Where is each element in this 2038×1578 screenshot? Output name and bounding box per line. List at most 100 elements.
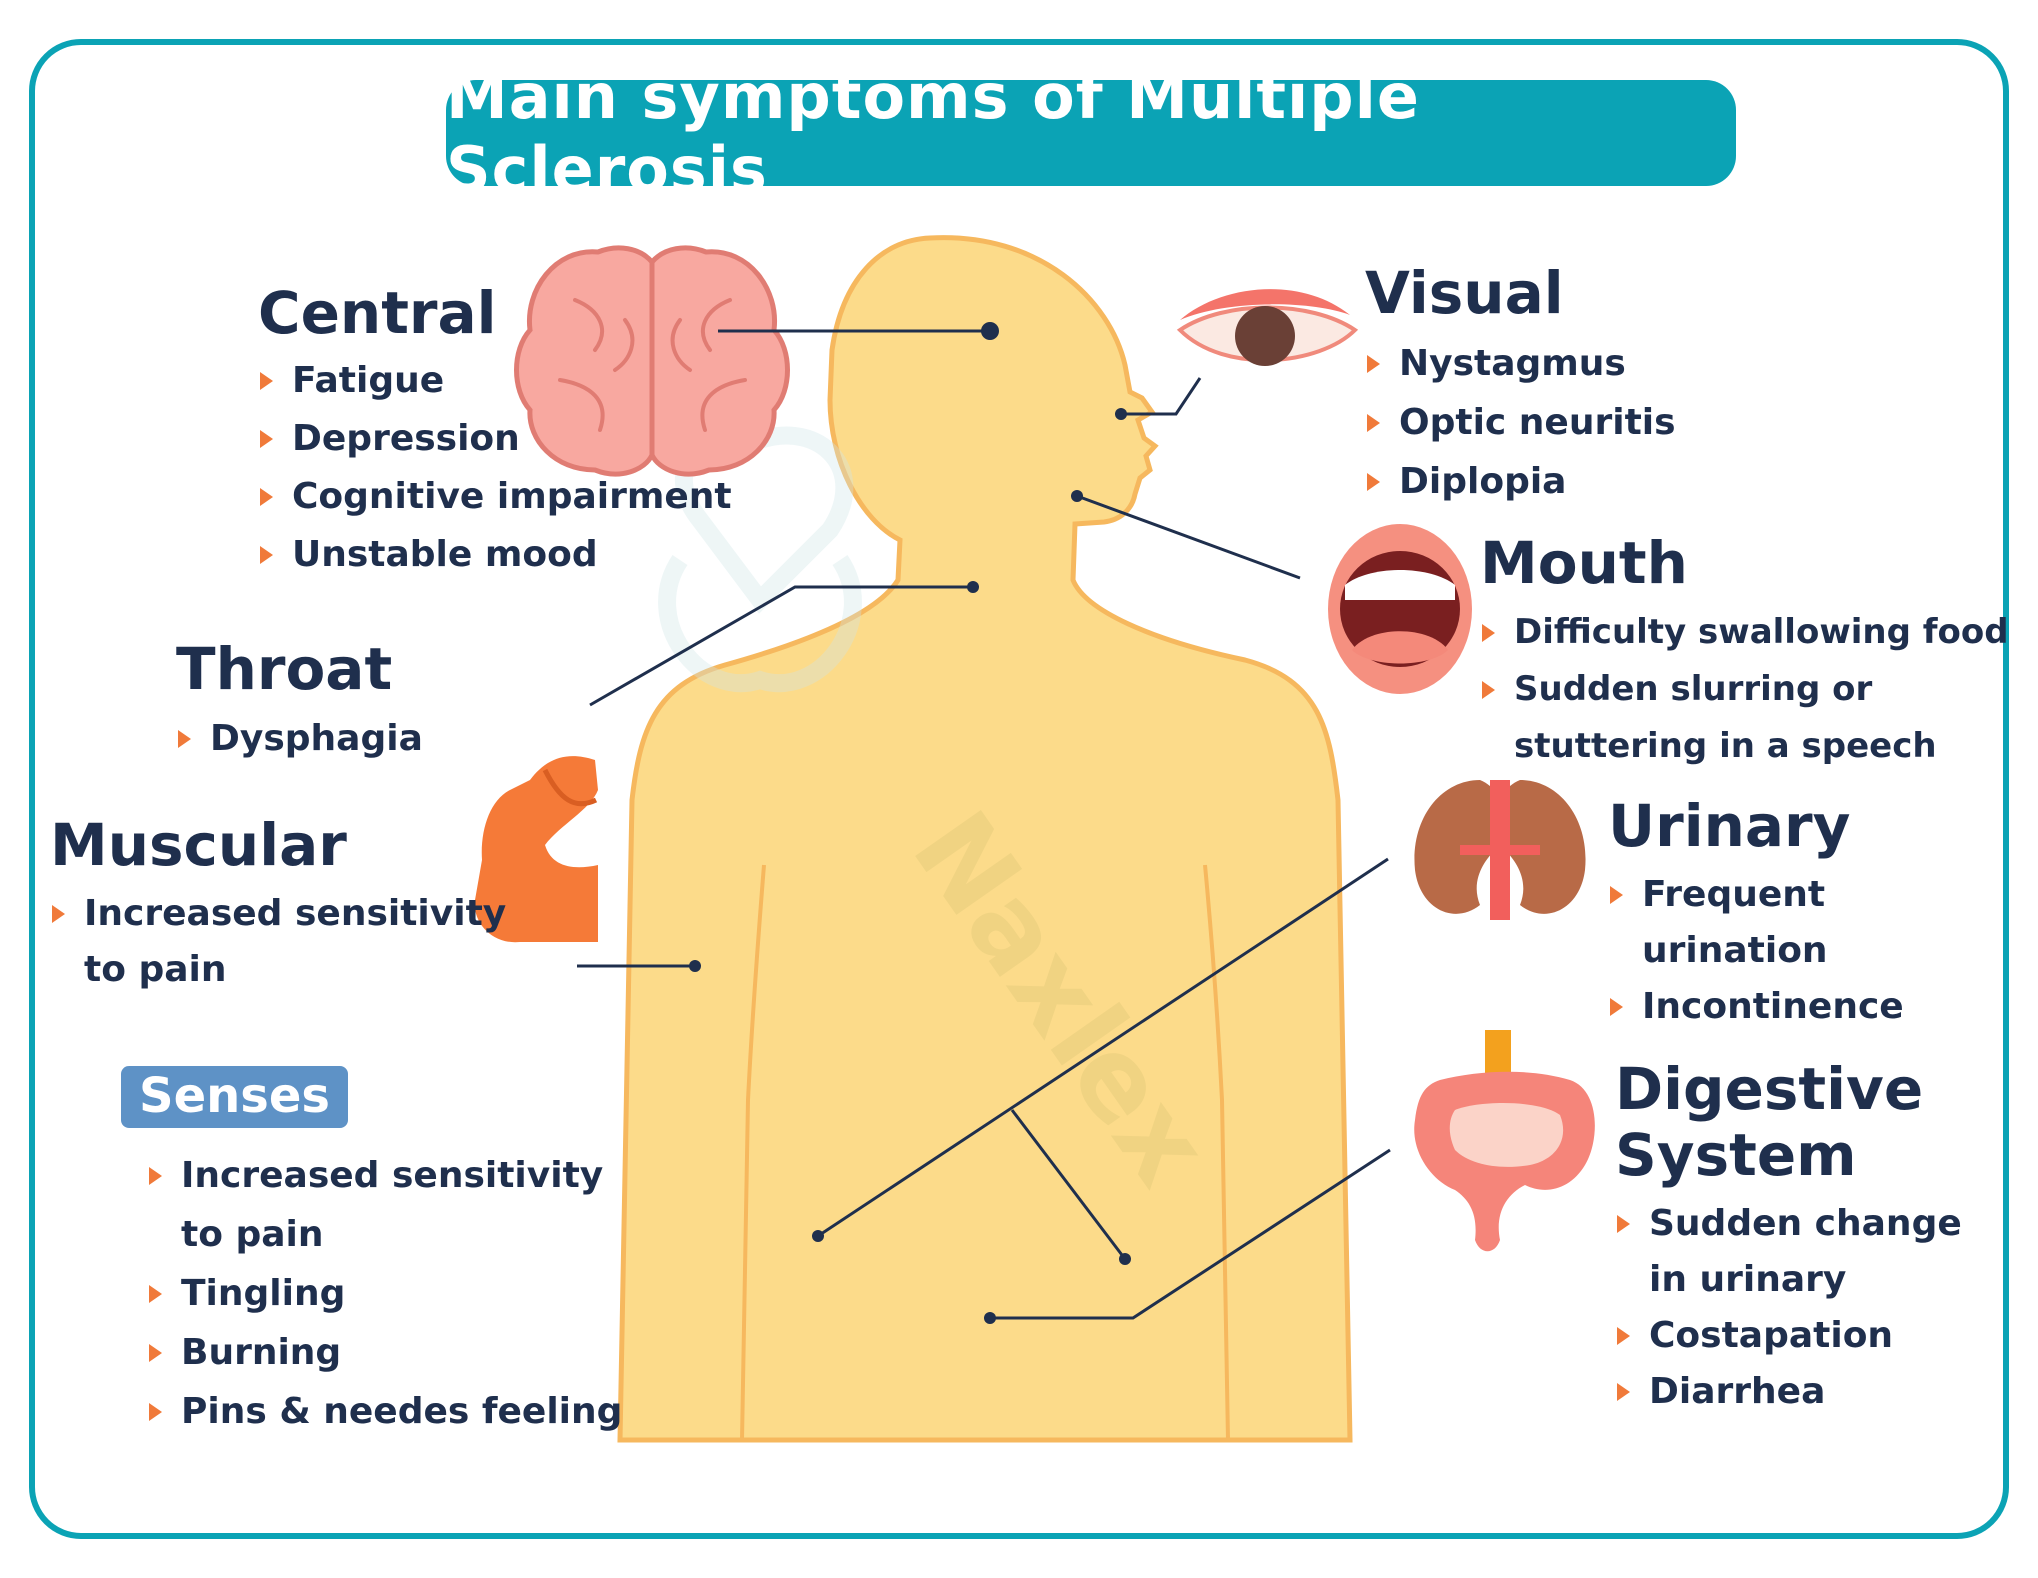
bullet-arrow-icon	[260, 546, 273, 564]
symptom-text: to pain	[181, 1214, 324, 1255]
section-heading: Urinary	[1608, 792, 1851, 860]
bullet-arrow-icon	[52, 905, 65, 923]
right-arm-line	[1203, 864, 1230, 1441]
senses-badge: Senses	[121, 1066, 348, 1128]
connector-lines	[577, 329, 1391, 1320]
symptom-item: Increased sensitivity to pain	[50, 886, 506, 998]
bullet-arrow-icon	[1367, 354, 1380, 373]
bullet-arrow-icon	[178, 730, 191, 748]
page-title: Main symptoms of Multiple Sclerosis	[446, 60, 1420, 206]
symptom-text: Pins & needes feeling	[181, 1391, 623, 1432]
symptom-text: Nystagmus	[1399, 343, 1626, 384]
symptom-text: Burning	[181, 1332, 342, 1373]
bullet-arrow-icon	[1367, 472, 1380, 491]
symptom-item: Fatigue	[258, 352, 732, 410]
symptom-list: Dysphagia	[176, 712, 423, 766]
bullet-arrow-icon	[260, 430, 273, 448]
symptom-text: Depression	[292, 418, 520, 459]
body-silhouette	[617, 235, 1353, 1443]
symptom-text: Cognitive impairment	[292, 476, 732, 517]
section-heading: Central	[258, 279, 497, 347]
brain-icon	[514, 245, 790, 477]
symptom-text: Optic neuritis	[1399, 402, 1676, 443]
section-heading: Digestive System	[1615, 1055, 1924, 1189]
symptom-text: Difficulty swallowing food	[1514, 612, 2009, 652]
section-heading: Mouth	[1480, 529, 1688, 597]
symptom-text: stuttering in a speech	[1514, 726, 1937, 766]
symptom-text: Diarrhea	[1649, 1371, 1826, 1412]
symptom-item: Optic neuritis	[1365, 393, 1676, 452]
symptom-text: Increased sensitivity	[181, 1155, 604, 1196]
symptom-text: Tingling	[181, 1273, 346, 1314]
left-arm-line	[740, 864, 766, 1441]
kidneys-icon	[1414, 780, 1586, 920]
section-heading: Throat	[176, 635, 393, 703]
symptom-item: Tingling	[147, 1264, 622, 1323]
bullet-arrow-icon	[149, 1402, 162, 1421]
symptom-text: Increased sensitivity	[84, 893, 507, 934]
symptom-item: Depression	[258, 410, 732, 468]
symptom-text: Sudden change	[1649, 1203, 1962, 1244]
bullet-arrow-icon	[149, 1343, 162, 1362]
title-banner: Main symptoms of Multiple Sclerosis	[446, 60, 1736, 206]
symptom-text: Sudden slurring or	[1514, 669, 1873, 709]
bullet-arrow-icon	[1610, 998, 1623, 1016]
symptom-text: Dysphagia	[210, 718, 423, 759]
intestines-icon	[1414, 1030, 1595, 1252]
symptom-item: Difficulty swallowing food	[1480, 604, 2009, 661]
connector-dots	[689, 322, 1131, 1324]
symptom-text: Costapation	[1649, 1315, 1894, 1356]
section-digestive: Digestive System Sudden change in urinary…	[1615, 1056, 1962, 1420]
symptom-item: Cognitive impairment	[258, 468, 732, 526]
bullet-arrow-icon	[1617, 1383, 1630, 1401]
section-heading: Muscular	[50, 811, 347, 879]
symptom-item: Frequent urination	[1608, 867, 1904, 979]
symptom-item: Costapation	[1615, 1308, 1962, 1364]
section-heading: Visual	[1365, 259, 1564, 327]
symptom-text: to pain	[84, 949, 227, 990]
symptom-text: in urinary	[1649, 1259, 1847, 1300]
symptom-item: Unstable mood	[258, 526, 732, 584]
flexed-arm-icon	[474, 756, 598, 943]
symptom-text: Fatigue	[292, 360, 445, 401]
symptom-item: Sudden slurring or stuttering in a speech	[1480, 661, 2009, 775]
bullet-arrow-icon	[1617, 1327, 1630, 1345]
symptom-item: Diarrhea	[1615, 1364, 1962, 1420]
symptom-item: Increased sensitivity to pain	[147, 1146, 622, 1264]
symptom-text: urination	[1642, 930, 1828, 971]
symptom-text: Incontinence	[1642, 986, 1904, 1027]
symptom-item: Incontinence	[1608, 979, 1904, 1035]
symptom-item: Sudden change in urinary	[1615, 1196, 1962, 1308]
symptom-text: Diplopia	[1399, 461, 1567, 502]
border-frame	[29, 39, 2009, 1539]
bullet-arrow-icon	[1367, 413, 1380, 432]
section-throat: Throat Dysphagia	[176, 640, 423, 766]
eye-icon	[1176, 289, 1359, 366]
symptom-text: Unstable mood	[292, 534, 598, 575]
symptom-item: Burning	[147, 1323, 622, 1382]
bullet-arrow-icon	[149, 1166, 162, 1185]
symptom-item: Dysphagia	[176, 712, 423, 766]
bullet-arrow-icon	[1617, 1215, 1630, 1233]
symptom-text: Frequent	[1642, 874, 1826, 915]
bullet-arrow-icon	[1482, 623, 1495, 642]
bullet-arrow-icon	[1482, 680, 1495, 699]
bullet-arrow-icon	[260, 372, 273, 390]
symptom-item: Nystagmus	[1365, 334, 1676, 393]
bullet-arrow-icon	[260, 488, 273, 506]
bullet-arrow-icon	[149, 1284, 162, 1303]
symptom-item: Pins & needes feeling	[147, 1382, 622, 1441]
